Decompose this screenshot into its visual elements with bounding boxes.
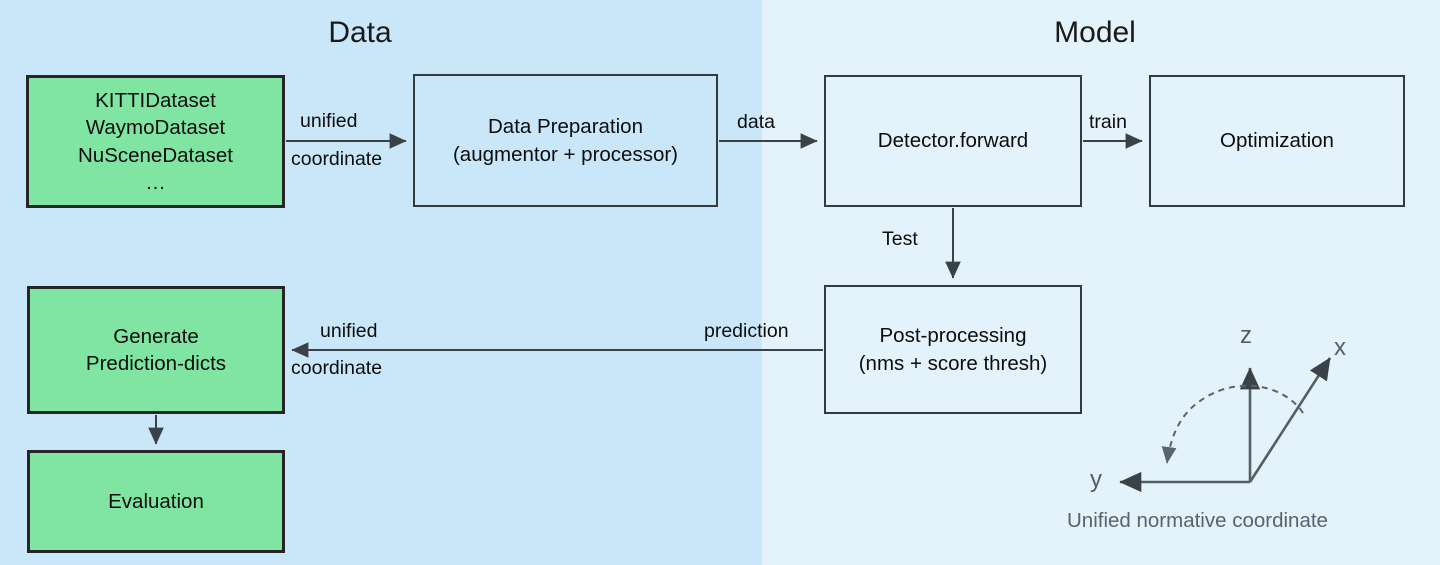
axis-label-y: y — [1090, 466, 1102, 493]
node-generate-prediction-dicts-label: Generate Prediction-dicts — [85, 324, 227, 375]
node-data-preparation-label: Data Preparation (augmentor + processor) — [452, 115, 679, 166]
node-data-preparation[interactable]: Data Preparation (augmentor + processor) — [413, 74, 718, 207]
edge-label-unified-return: unified — [320, 320, 378, 342]
edge-label-train: train — [1089, 111, 1127, 133]
edge-label-data: data — [737, 111, 775, 133]
node-detector-forward-label: Detector.forward — [877, 129, 1029, 153]
coordinate-frame-caption: Unified normative coordinate — [1067, 509, 1328, 532]
section-title-model: Model — [1054, 16, 1136, 49]
edge-label-prediction: prediction — [704, 320, 789, 342]
node-evaluation-label: Evaluation — [108, 489, 204, 513]
edge-label-test: Test — [882, 228, 918, 250]
node-generate-prediction-dicts[interactable]: Generate Prediction-dicts — [27, 286, 285, 414]
edge-label-coordinate-return: coordinate — [291, 357, 383, 379]
edge-label-coordinate-bottom: coordinate — [291, 148, 383, 170]
node-optimization-label: Optimization — [1220, 129, 1334, 153]
node-datasets[interactable]: KITTIDataset WaymoDataset NuSceneDataset… — [26, 75, 285, 208]
section-title-data: Data — [328, 16, 392, 49]
node-post-processing[interactable]: Post-processing (nms + score thresh) — [824, 285, 1082, 414]
node-evaluation[interactable]: Evaluation — [27, 450, 285, 553]
node-optimization[interactable]: Optimization — [1149, 75, 1405, 207]
axis-label-z: z — [1240, 322, 1252, 349]
node-datasets-label: KITTIDataset WaymoDataset NuSceneDataset… — [78, 89, 233, 194]
node-detector-forward[interactable]: Detector.forward — [824, 75, 1082, 207]
axis-label-x: x — [1334, 334, 1346, 361]
node-post-processing-label: Post-processing (nms + score thresh) — [858, 324, 1048, 375]
edge-label-unified-top: unified — [300, 110, 358, 132]
